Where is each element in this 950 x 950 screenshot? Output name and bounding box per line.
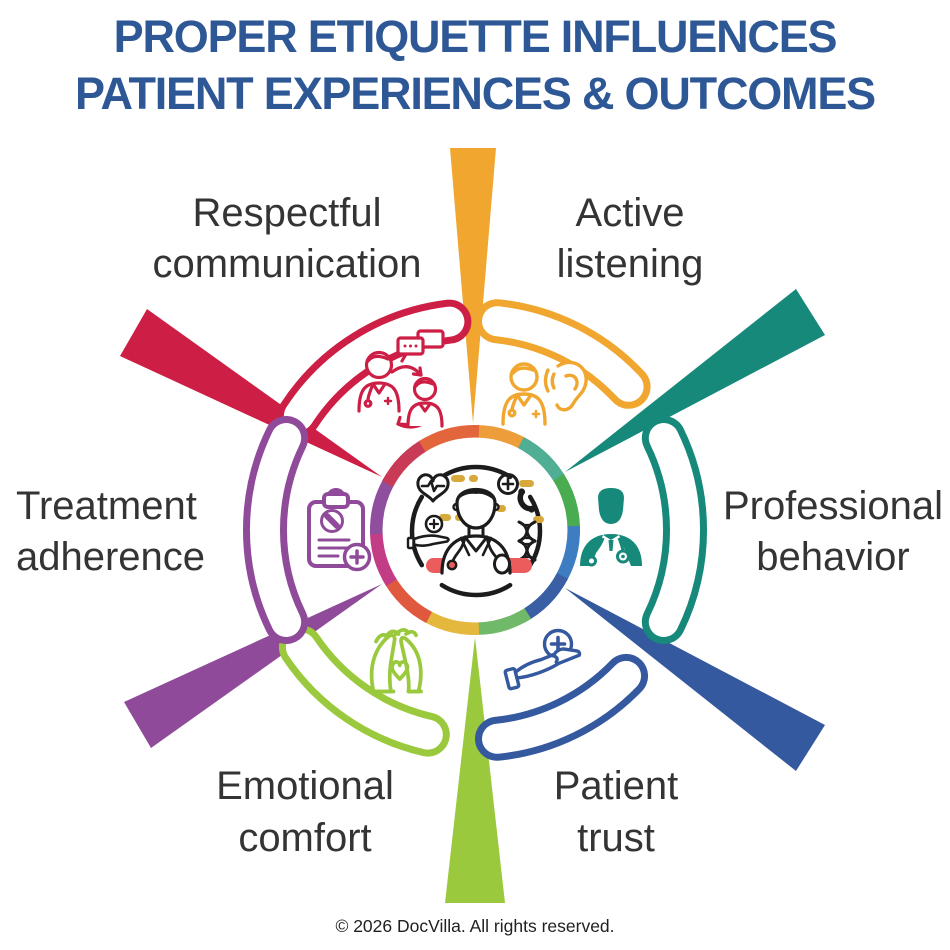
- page-title: PROPER ETIQUETTE INFLUENCES PATIENT EXPE…: [0, 8, 950, 122]
- clipboard-medication-icon: [307, 488, 372, 572]
- ring-segment: [418, 425, 480, 453]
- treatment-adherence-arc: [242, 416, 309, 644]
- respectful-communication-label-line1: Respectful: [193, 191, 382, 235]
- page-title-line1: PROPER ETIQUETTE INFLUENCES: [113, 11, 838, 62]
- emotional-comfort-label-line2: comfort: [238, 816, 371, 860]
- professional-behavior-label-line2: behavior: [756, 535, 909, 579]
- doctor-silhouette-icon: [580, 488, 642, 567]
- respectful-communication-arc: [276, 299, 472, 438]
- treatment-adherence-ray: [124, 584, 382, 748]
- emotional-comfort-ray: [445, 637, 505, 903]
- center-doctor-illustration: [406, 464, 544, 598]
- emotional-comfort-label-line1: Emotional: [216, 764, 394, 808]
- professional-behavior-arc: [641, 416, 708, 644]
- caring-hands-heart-icon: [369, 628, 423, 694]
- respectful-communication-ray: [120, 309, 382, 477]
- active-listening-label-line1: Active: [576, 191, 685, 235]
- treatment-adherence-label-line1: Treatment: [16, 484, 197, 528]
- doctor-bust: [440, 488, 512, 575]
- patient-trust-ray: [565, 588, 825, 771]
- doctor-listening-ear-icon: [501, 360, 588, 426]
- patient-trust-label-line1: Patient: [554, 764, 679, 808]
- copyright-footer: © 2026 DocVilla. All rights reserved.: [335, 916, 615, 936]
- wedge-rays: [120, 148, 825, 903]
- hand-cross-icon: [406, 514, 450, 550]
- active-listening-label-line2: listening: [557, 242, 704, 286]
- active-listening-arc: [475, 299, 651, 409]
- active-listening-ray: [450, 148, 496, 423]
- center-multicolor-ring: [370, 425, 580, 635]
- hand-holding-medical-cross-icon: [503, 628, 582, 691]
- capsule-arcs: [242, 299, 708, 761]
- patient-trust-label-line2: trust: [577, 816, 655, 860]
- professional-behavior-ray: [565, 289, 825, 472]
- professional-behavior-label-line1: Professional: [723, 484, 943, 528]
- medical-cross-icon: [497, 473, 519, 495]
- dashed-circle: [409, 464, 543, 598]
- heartbeat-icon: [416, 473, 450, 503]
- treatment-adherence-label-line2: adherence: [16, 535, 205, 579]
- respectful-communication-label-line2: communication: [152, 242, 421, 286]
- phone-icon: [517, 488, 536, 513]
- page-title-line2: PATIENT EXPERIENCES & OUTCOMES: [75, 68, 876, 119]
- patient-trust-arc: [475, 653, 649, 761]
- category-labels: Respectful communication Active listenin…: [16, 191, 943, 860]
- emotional-comfort-arc: [278, 625, 450, 757]
- doctor-patient-conversation-icon: [357, 329, 445, 429]
